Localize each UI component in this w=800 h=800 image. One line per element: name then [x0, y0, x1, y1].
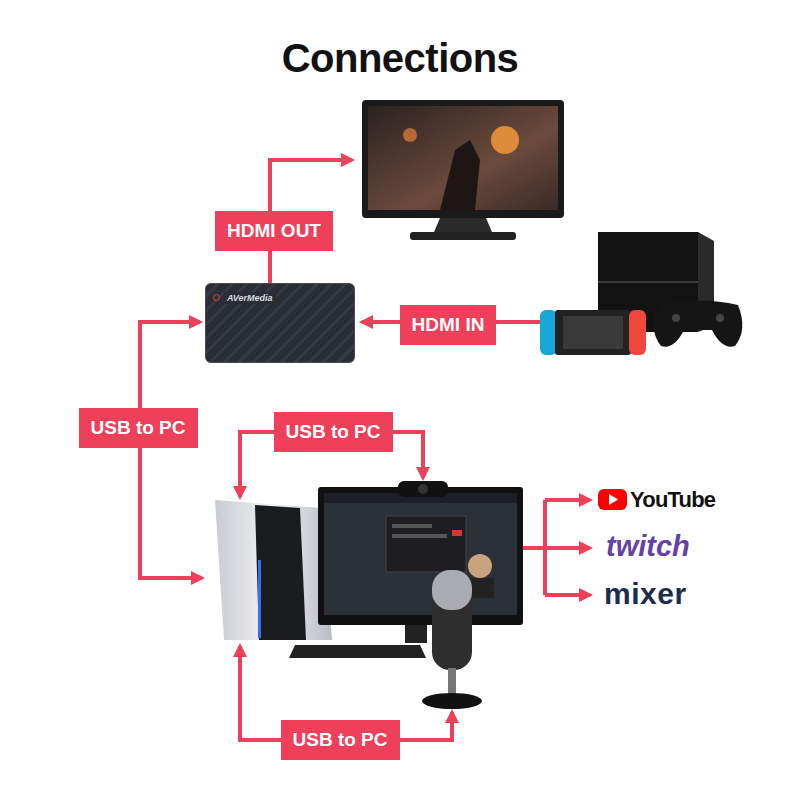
connection-lines-part [545, 546, 590, 550]
microphone [422, 570, 482, 709]
connection-label: HDMI IN [400, 305, 497, 345]
desk-monitor-part [289, 645, 426, 658]
top-monitor-part [491, 126, 519, 154]
diagram-title: Connections [282, 35, 519, 81]
top-monitor-part [434, 218, 492, 232]
top-monitor [362, 100, 564, 240]
webcam-part [398, 481, 448, 497]
platform-logo: twitch [606, 530, 690, 563]
consoles-part [540, 310, 557, 355]
logo-dot [213, 294, 220, 301]
youtube-icon-part [598, 489, 627, 510]
desk-monitor [289, 487, 523, 658]
webcam-part [418, 484, 428, 494]
desk-monitor-part [392, 524, 432, 528]
platform-logo: YouTube [630, 487, 715, 512]
brand-label: AVerMedia [224, 292, 276, 304]
capture-card: AVerMedia [205, 283, 355, 363]
connection-lines-part [545, 498, 590, 502]
desk-monitor-part [324, 493, 517, 615]
desk-monitor-part [452, 530, 462, 536]
connection-lines [140, 160, 590, 740]
top-monitor-part [362, 100, 564, 218]
microphone-part [422, 693, 482, 709]
consoles-part [598, 281, 698, 283]
pc-tower [215, 500, 332, 640]
desk-monitor-part [392, 534, 447, 538]
top-monitor-part [410, 232, 516, 240]
platform-logo: mixer [604, 577, 687, 612]
connection-label: USB to PC [281, 720, 400, 760]
microphone-part [448, 668, 456, 694]
consoles-part [654, 301, 743, 347]
connection-lines-part [140, 322, 202, 578]
connection-label: USB to PC [274, 412, 393, 452]
top-monitor-part [368, 106, 558, 210]
microphone-part [432, 570, 472, 670]
connection-label: USB to PC [79, 408, 198, 448]
connection-lines-part [545, 593, 590, 597]
top-monitor-part [440, 140, 480, 210]
microphone-part [432, 570, 472, 610]
youtube-icon-part [609, 494, 618, 505]
consoles [540, 232, 742, 355]
consoles-part [629, 310, 646, 355]
pc-tower-part [258, 560, 261, 638]
consoles-part [716, 314, 724, 322]
desk-monitor-part [405, 625, 427, 643]
desk-monitor-part [318, 487, 523, 625]
consoles-part [672, 314, 680, 322]
consoles-part [563, 316, 623, 349]
desk-monitor-part [386, 516, 466, 572]
youtube-icon [598, 489, 627, 510]
pc-tower-part [255, 505, 306, 640]
desk-monitor-part [468, 554, 492, 578]
consoles-part [555, 310, 631, 355]
webcam [398, 481, 448, 497]
connection-lines-part [523, 546, 545, 550]
pc-tower-part [215, 500, 332, 640]
top-monitor-part [403, 128, 417, 142]
connection-label: HDMI OUT [215, 211, 333, 251]
